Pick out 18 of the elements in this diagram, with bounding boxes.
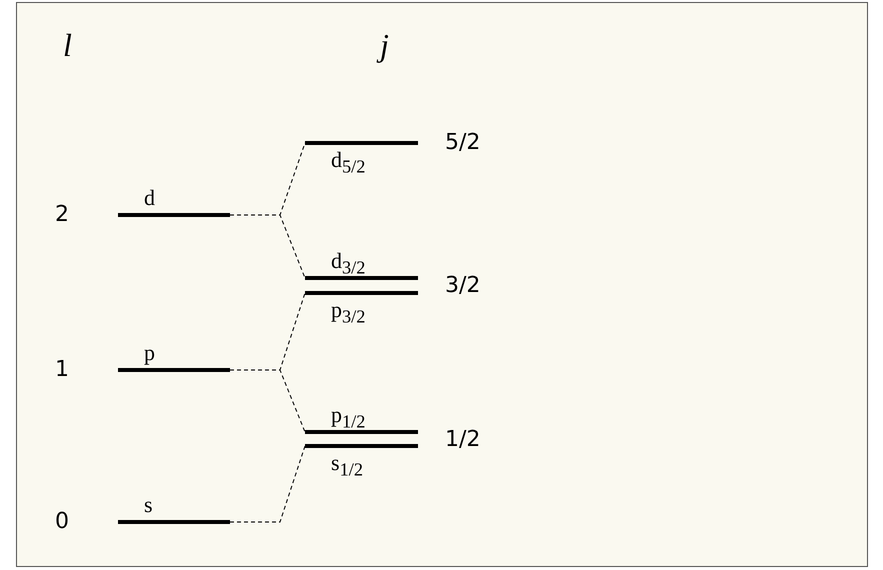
l-value: 1 (55, 357, 69, 383)
j-value: 1/2 (445, 427, 480, 453)
level-label: p$_{1/2}$ (331, 402, 366, 434)
level-label: s (144, 492, 153, 518)
dashed-connector (230, 370, 306, 432)
level-label: d (144, 185, 155, 211)
level-label: d$_{3/2}$ (331, 248, 366, 280)
orbital-quantum-number-symbol: l (63, 27, 72, 63)
dashed-connector (230, 446, 306, 522)
l-value: 2 (55, 202, 69, 228)
j-value: 5/2 (445, 130, 480, 156)
l-value: 0 (55, 509, 69, 535)
dashed-connector (230, 214, 306, 278)
level-label: p$_{3/2}$ (331, 297, 366, 328)
level-label: p (144, 340, 155, 366)
level-label: d$_{5/2}$ (331, 147, 366, 178)
level-label: s$_{1/2}$ (331, 450, 363, 482)
j-value: 3/2 (445, 273, 480, 299)
